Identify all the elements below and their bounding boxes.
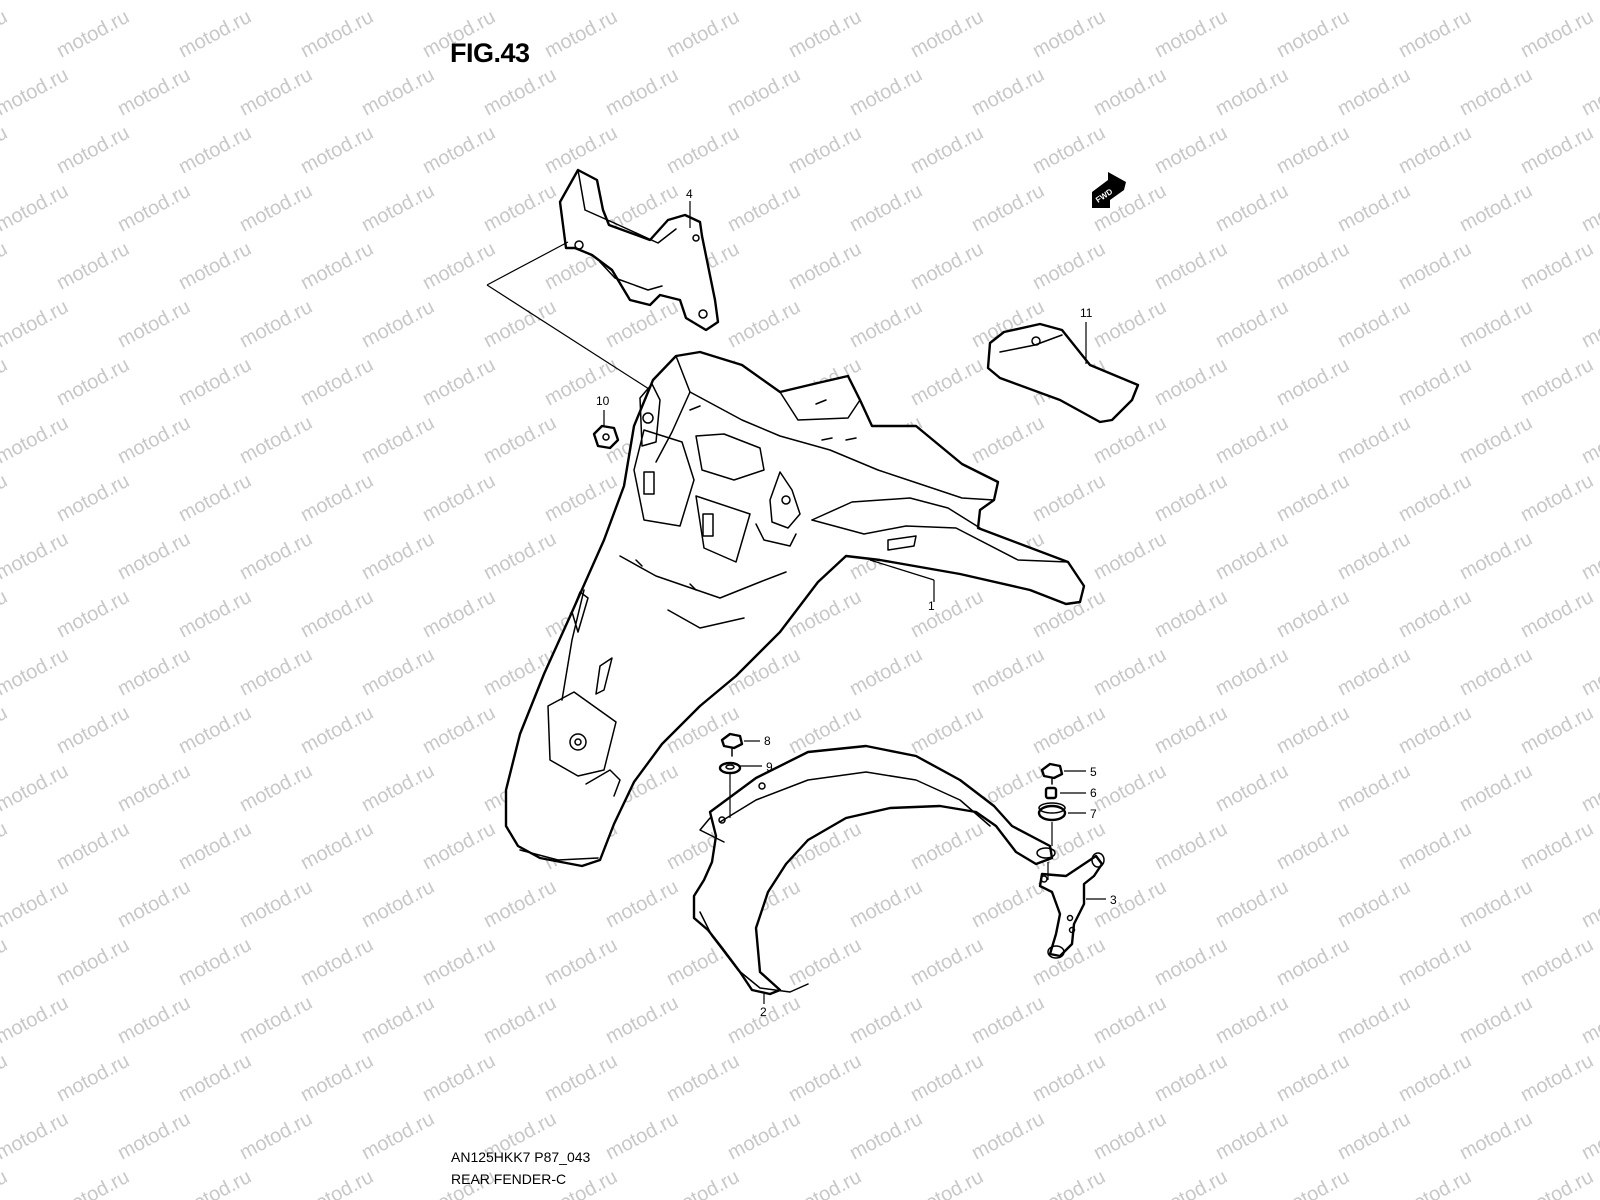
bolt-part-5: [1040, 762, 1064, 785]
collar-part-6: [1044, 786, 1058, 800]
rear-fender-part-1: [504, 350, 1086, 868]
callout-7: 7: [1090, 807, 1097, 821]
bracket-part-4: [558, 168, 720, 332]
cover-part-11: [986, 322, 1140, 424]
callout-9: 9: [766, 760, 773, 774]
cushion-part-7: [1037, 802, 1067, 822]
inner-fender-part-2: [692, 744, 1056, 996]
figure-title: FIG.43: [450, 38, 530, 68]
figure-name: REAR FENDER-C: [451, 1171, 567, 1187]
bracket-part-3: [1038, 852, 1105, 959]
callout-5: 5: [1090, 765, 1097, 779]
callout-4: 4: [686, 187, 693, 201]
callout-3: 3: [1110, 893, 1117, 907]
fwd-arrow-icon: FWD: [1092, 172, 1126, 208]
figure-code: AN125HKK7 P87_043: [451, 1149, 591, 1165]
callout-labels: 1 2 3 4 5 6 7 8 9 10 11: [596, 187, 1117, 1019]
callout-8: 8: [764, 734, 771, 748]
screw-part-8: [720, 732, 744, 757]
nut-part-10: [592, 424, 620, 450]
callout-2: 2: [760, 1005, 767, 1019]
callout-6: 6: [1090, 786, 1097, 800]
callout-11: 11: [1080, 306, 1093, 320]
callout-1: 1: [928, 599, 935, 613]
washer-part-9: [718, 761, 742, 775]
callout-10: 10: [596, 394, 610, 408]
